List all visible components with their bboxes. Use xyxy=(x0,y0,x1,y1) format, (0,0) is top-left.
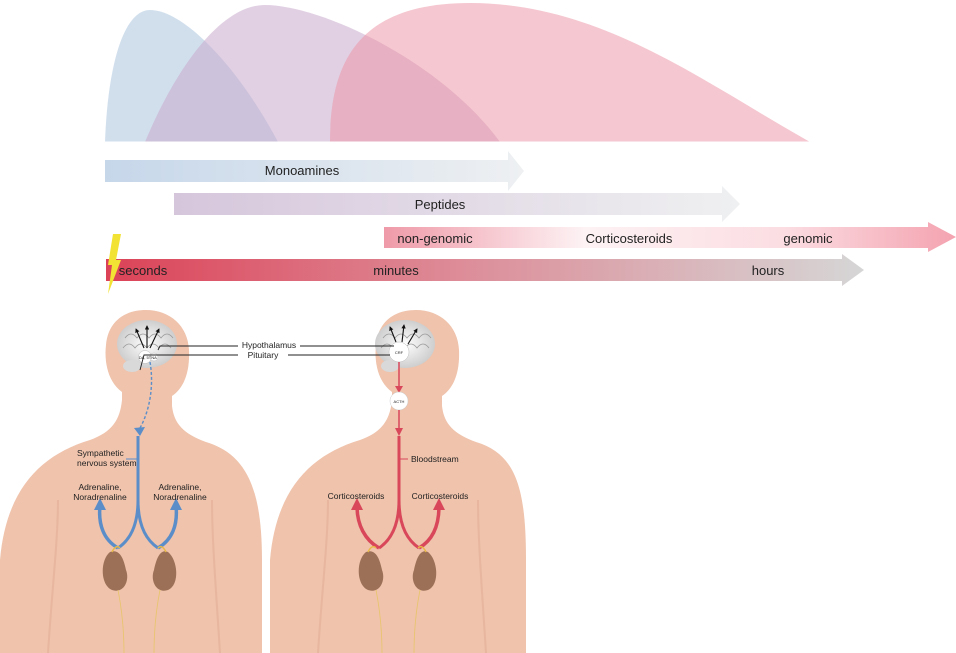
lightning-icon xyxy=(108,234,121,294)
corticosteroids-left-label: Corticosteroids xyxy=(328,491,385,501)
adrenaline-left-line2: Noradrenaline xyxy=(73,492,127,502)
neuro-na-label: NA xyxy=(151,355,157,360)
non-genomic-label: non-genomic xyxy=(397,231,473,246)
minutes-label: minutes xyxy=(373,263,419,278)
adrenaline-right-line2: Noradrenaline xyxy=(153,492,207,502)
adrenaline-left-line1: Adrenaline, xyxy=(78,482,121,492)
time-arrow xyxy=(106,254,864,286)
pituitary-label: Pituitary xyxy=(248,350,279,360)
adrenaline-right-line1: Adrenaline, xyxy=(158,482,201,492)
acth-label: ACTH xyxy=(394,399,405,404)
bloodstream-label: Bloodstream xyxy=(411,454,459,464)
seconds-label: seconds xyxy=(119,263,168,278)
corticosteroids-right-label: Corticosteroids xyxy=(412,491,469,501)
genomic-label: genomic xyxy=(783,231,833,246)
monoamines-label: Monoamines xyxy=(265,163,340,178)
sympathetic-label-line1: Sympathetic xyxy=(77,448,125,458)
hours-label: hours xyxy=(752,263,785,278)
corticosteroids-curve xyxy=(330,3,810,142)
neuro-da-5t-label: DA, 5T xyxy=(139,355,152,360)
corticosteroids-label: Corticosteroids xyxy=(586,231,673,246)
hypothalamus-label: Hypothalamus xyxy=(242,340,296,350)
crf-label: CRF xyxy=(395,350,404,355)
peptides-label: Peptides xyxy=(415,197,466,212)
